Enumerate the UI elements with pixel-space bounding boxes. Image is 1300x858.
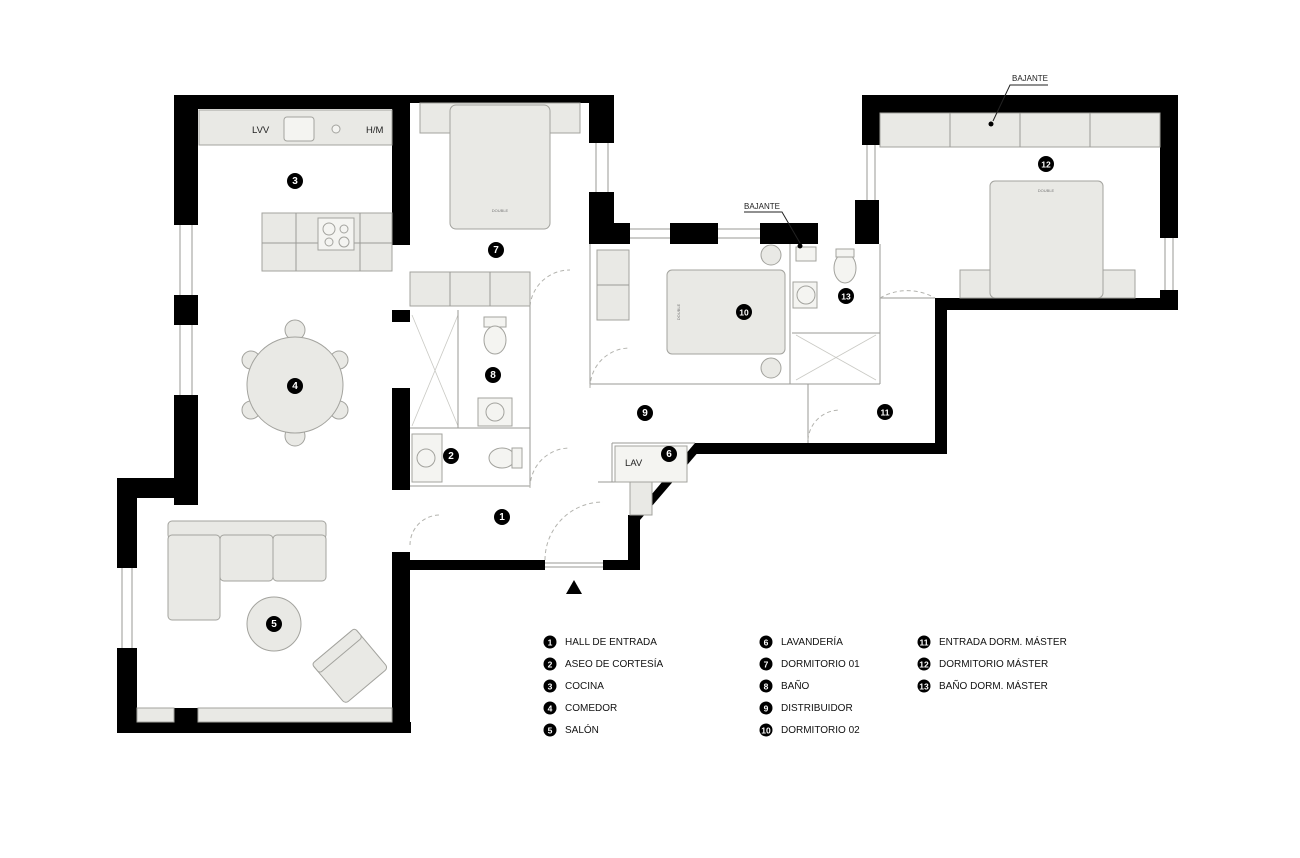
legend-text: SALÓN (565, 723, 599, 736)
legend-text: DORMITORIO MÁSTER (939, 657, 1048, 670)
room-marker-5: 5 (266, 616, 282, 632)
sofa-seat (272, 534, 327, 582)
legend-item-1: 1 HALL DE ENTRADA (543, 635, 657, 649)
room-marker-2: 2 (443, 448, 459, 464)
legend-number: 2 (548, 660, 553, 670)
svg-text:11: 11 (881, 408, 890, 418)
legend-text: ASEO DE CORTESÍA (565, 657, 664, 670)
room-marker-10: 10 (736, 304, 752, 320)
room-marker-6: 6 (661, 446, 677, 462)
nightstand-icon (760, 357, 782, 379)
sofa-seat (219, 534, 274, 582)
room-marker-12: 12 (1038, 156, 1054, 172)
svg-text:DOUBLE: DOUBLE (1038, 188, 1055, 193)
legend-text: LAVANDERÍA (781, 635, 843, 648)
legend-number: 3 (548, 682, 553, 692)
room-marker-9: 9 (637, 405, 653, 421)
legend-text: BAÑO (781, 679, 810, 692)
tap-icon (331, 124, 341, 134)
svg-text:4: 4 (292, 381, 298, 392)
legend-number: 13 (919, 682, 929, 692)
shower-hatch (795, 334, 877, 381)
legend-item-4: 4 COMEDOR (543, 701, 617, 715)
legend-item-2: 2 ASEO DE CORTESÍA (543, 657, 664, 671)
svg-text:1: 1 (499, 512, 505, 523)
partitions (121, 143, 1174, 648)
svg-text:2: 2 (448, 451, 454, 462)
entrance-arrow-icon (566, 580, 582, 594)
legend-text: DORMITORIO 01 (781, 659, 860, 670)
svg-text:3: 3 (292, 176, 298, 187)
legend-number: 7 (764, 660, 769, 670)
sink-icon (283, 116, 315, 142)
svg-text:6: 6 (666, 449, 672, 460)
legend-item-8: 8 BAÑO (759, 679, 810, 693)
legend-text: ENTRADA DORM. MÁSTER (939, 635, 1067, 648)
bajante-label: BAJANTE (744, 202, 780, 211)
svg-text:DOUBLE: DOUBLE (492, 208, 509, 213)
legend-text: COCINA (565, 681, 604, 692)
armchair (312, 628, 388, 703)
doors (409, 269, 936, 561)
svg-text:8: 8 (490, 370, 496, 381)
legend-number: 6 (764, 638, 769, 648)
legend-number: 5 (548, 726, 553, 736)
svg-text:10: 10 (739, 308, 749, 318)
legend-number: 9 (764, 704, 769, 714)
sofa-seat (167, 534, 221, 621)
legend-number: 1 (548, 638, 553, 648)
svg-text:DOUBLE: DOUBLE (676, 303, 681, 320)
legend-item-7: 7 DORMITORIO 01 (759, 657, 860, 671)
svg-text:12: 12 (1041, 160, 1051, 170)
lav-label: LAV (625, 458, 643, 469)
room-marker-4: 4 (287, 378, 303, 394)
legend-item-6: 6 LAVANDERÍA (759, 635, 843, 649)
legend-number: 11 (920, 638, 929, 648)
legend-item-3: 3 COCINA (543, 679, 604, 693)
room-marker-11: 11 (877, 404, 893, 420)
room-marker-13: 13 (838, 288, 854, 304)
shower-hatch (411, 314, 459, 427)
lvv-label: LVV (252, 125, 270, 136)
hm-label: H/M (366, 125, 384, 136)
bed (449, 104, 551, 230)
legend-item-13: 13 BAÑO DORM. MÁSTER (917, 679, 1048, 693)
washbasin-icon (796, 285, 816, 305)
room-marker-8: 8 (485, 367, 501, 383)
washbasin-icon (416, 448, 436, 468)
legend-item-5: 5 SALÓN (543, 723, 599, 737)
legend-item-12: 12 DORMITORIO MÁSTER (917, 657, 1048, 671)
legend-text: DISTRIBUIDOR (781, 703, 853, 714)
svg-text:13: 13 (841, 292, 851, 302)
legend-item-9: 9 DISTRIBUIDOR (759, 701, 853, 715)
room-marker-3: 3 (287, 173, 303, 189)
legend-text: BAÑO DORM. MÁSTER (939, 679, 1048, 692)
room-marker-7: 7 (488, 242, 504, 258)
legend-item-11: 11 ENTRADA DORM. MÁSTER (917, 635, 1067, 649)
wardrobe (409, 271, 531, 307)
legend-text: COMEDOR (565, 703, 617, 714)
svg-text:7: 7 (493, 245, 499, 256)
plan-labels: LVV H/M LAV BAJANTE BAJANTE (252, 74, 1048, 469)
legend-number: 4 (548, 704, 553, 714)
legend-number: 8 (764, 682, 769, 692)
legend-item-10: 10 DORMITORIO 02 (759, 723, 860, 737)
legend-text: DORMITORIO 02 (781, 725, 860, 736)
legend-text: HALL DE ENTRADA (565, 637, 657, 648)
bed (666, 269, 786, 355)
legend-number: 12 (919, 660, 929, 670)
bajante-label: BAJANTE (1012, 74, 1048, 83)
bed (989, 180, 1104, 299)
legend: 1 HALL DE ENTRADA 2 ASEO DE CORTESÍA 3 COCINA… (543, 635, 1067, 737)
room-marker-1: 1 (494, 509, 510, 525)
svg-text:5: 5 (271, 619, 277, 630)
nightstand-icon (760, 244, 782, 266)
svg-text:9: 9 (642, 408, 648, 419)
cooktop-icon (317, 217, 355, 251)
toilet-icon (488, 447, 516, 469)
legend-number: 10 (761, 726, 771, 736)
